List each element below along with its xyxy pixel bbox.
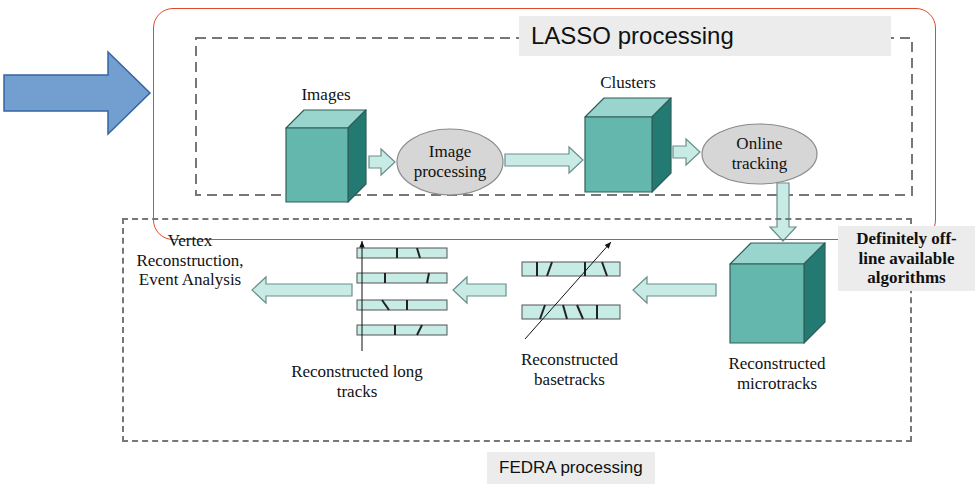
emulsion-plates: Reconstructed long tracks bbox=[287, 240, 452, 425]
flow-arrow bbox=[633, 277, 716, 303]
side-note: Definitely off-line available algorithms bbox=[838, 226, 975, 291]
data-cube: Reconstructed microtracks bbox=[717, 242, 837, 407]
cube-shape bbox=[584, 97, 672, 193]
emulsion-plates: Reconstructed basetracks bbox=[507, 240, 632, 410]
flow-arrow bbox=[505, 147, 583, 173]
data-cube: Clusters bbox=[584, 73, 672, 195]
node-label: Online tracking bbox=[715, 134, 805, 173]
output-label: Vertex Reconstruction, Event Analysis bbox=[127, 228, 253, 293]
plates-shape bbox=[287, 240, 452, 352]
node-label: Reconstructed microtracks bbox=[717, 354, 837, 393]
node-label: LASSO processing bbox=[519, 16, 891, 56]
plates-shape bbox=[507, 240, 632, 340]
stage-frame: LASSO processingImagesImage processing Cl… bbox=[153, 8, 936, 240]
cube-shape bbox=[285, 109, 367, 203]
node-label: Reconstructed long tracks bbox=[287, 362, 427, 401]
process-ellipse: Online tracking bbox=[701, 123, 818, 185]
flow-arrow bbox=[369, 149, 395, 175]
flow-arrow bbox=[770, 183, 796, 241]
hollow-arrow bbox=[252, 277, 352, 303]
pointer-arrow bbox=[4, 52, 150, 134]
node-label: Image processing bbox=[409, 142, 492, 181]
data-cube: Images bbox=[284, 85, 368, 205]
node-label: Clusters bbox=[584, 73, 672, 93]
node-label: Reconstructed basetracks bbox=[507, 350, 632, 389]
cube-shape bbox=[729, 242, 826, 344]
node-label: FEDRA processing bbox=[487, 452, 655, 484]
node-label: Images bbox=[284, 85, 368, 105]
flow-arrow bbox=[673, 139, 700, 165]
flow-arrow bbox=[453, 277, 506, 303]
process-ellipse: Image processing bbox=[396, 128, 504, 196]
